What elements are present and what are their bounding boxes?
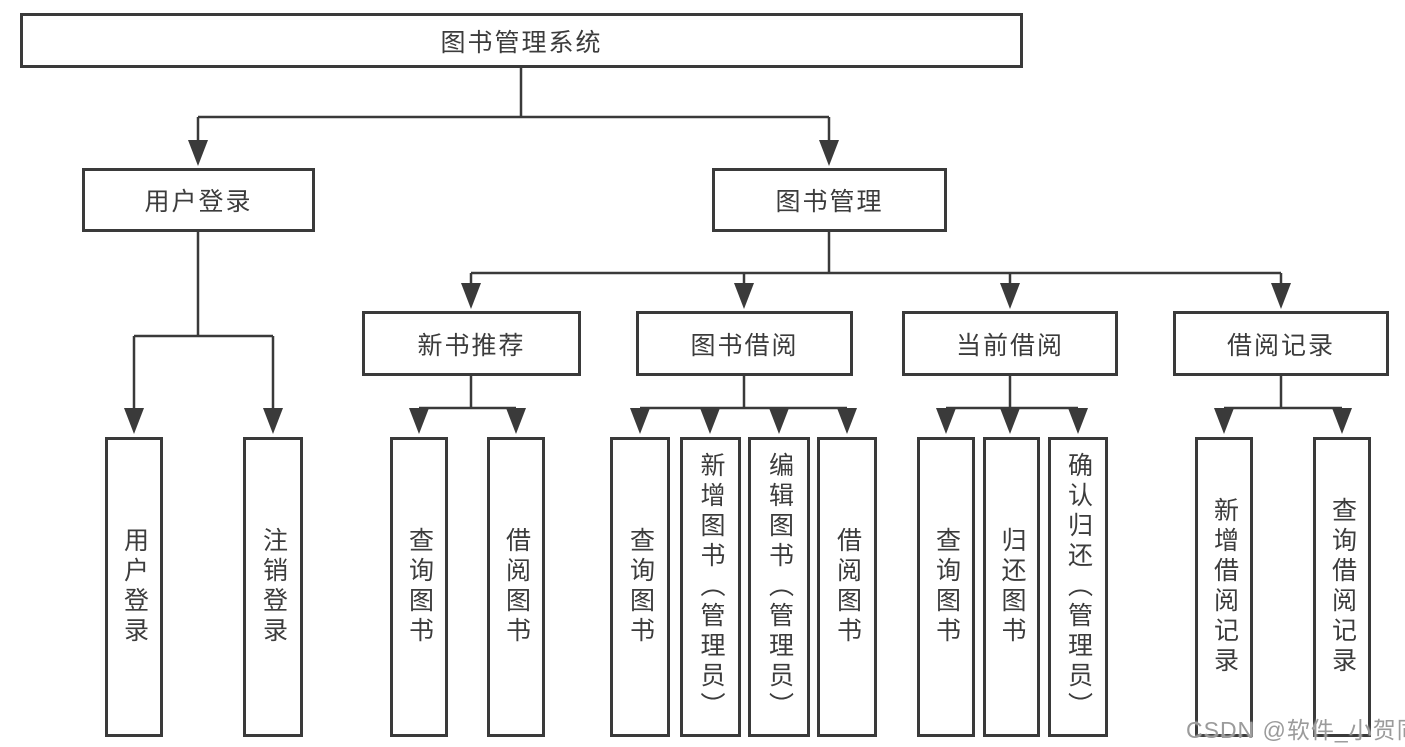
arrowhead-icon xyxy=(1332,408,1352,434)
leaf-query-book-recommend: 查询图书 xyxy=(390,437,448,737)
leaf-query-borrow-record: 查询借阅记录 xyxy=(1313,437,1371,737)
node-current-borrow: 当前借阅 xyxy=(902,311,1118,376)
arrowhead-icon xyxy=(506,408,526,434)
arrowhead-icon xyxy=(936,408,956,434)
node-borrow-record: 借阅记录 xyxy=(1173,311,1389,376)
leaf-logout: 注销登录 xyxy=(243,437,303,737)
leaf-borrow-book: 借阅图书 xyxy=(817,437,877,737)
arrowhead-icon xyxy=(734,283,754,309)
node-book-borrow: 图书借阅 xyxy=(636,311,853,376)
arrowhead-icon xyxy=(188,140,208,166)
arrowhead-icon xyxy=(819,140,839,166)
node-root: 图书管理系统 xyxy=(20,13,1023,68)
node-new-book-recommend: 新书推荐 xyxy=(362,311,581,376)
arrowhead-icon xyxy=(837,408,857,434)
arrowhead-icon xyxy=(1271,283,1291,309)
arrowhead-icon xyxy=(700,408,720,434)
arrowhead-icon xyxy=(1068,408,1088,434)
watermark: CSDN @软件_小贺同学 xyxy=(1186,717,1405,743)
arrowhead-icon xyxy=(1000,408,1020,434)
arrowhead-icon xyxy=(124,408,144,434)
leaf-confirm-return-admin: 确认归还（管理员） xyxy=(1048,437,1108,737)
arrowhead-icon xyxy=(461,283,481,309)
leaf-edit-book-admin: 编辑图书（管理员） xyxy=(748,437,810,737)
leaf-borrow-book-recommend: 借阅图书 xyxy=(487,437,545,737)
leaf-return-book: 归还图书 xyxy=(983,437,1040,737)
arrowhead-icon xyxy=(630,408,650,434)
leaf-user-login: 用户登录 xyxy=(105,437,163,737)
arrowhead-icon xyxy=(1214,408,1234,434)
arrowheads xyxy=(124,140,1352,434)
leaf-query-book-borrow: 查询图书 xyxy=(610,437,670,737)
arrowhead-icon xyxy=(1000,283,1020,309)
node-user-login: 用户登录 xyxy=(82,168,315,232)
arrowhead-icon xyxy=(769,408,789,434)
leaf-add-borrow-record: 新增借阅记录 xyxy=(1195,437,1253,737)
arrowhead-icon xyxy=(409,408,429,434)
node-book-management: 图书管理 xyxy=(712,168,947,232)
leaf-add-book-admin: 新增图书（管理员） xyxy=(680,437,741,737)
leaf-query-book-current: 查询图书 xyxy=(917,437,975,737)
arrowhead-icon xyxy=(263,408,283,434)
